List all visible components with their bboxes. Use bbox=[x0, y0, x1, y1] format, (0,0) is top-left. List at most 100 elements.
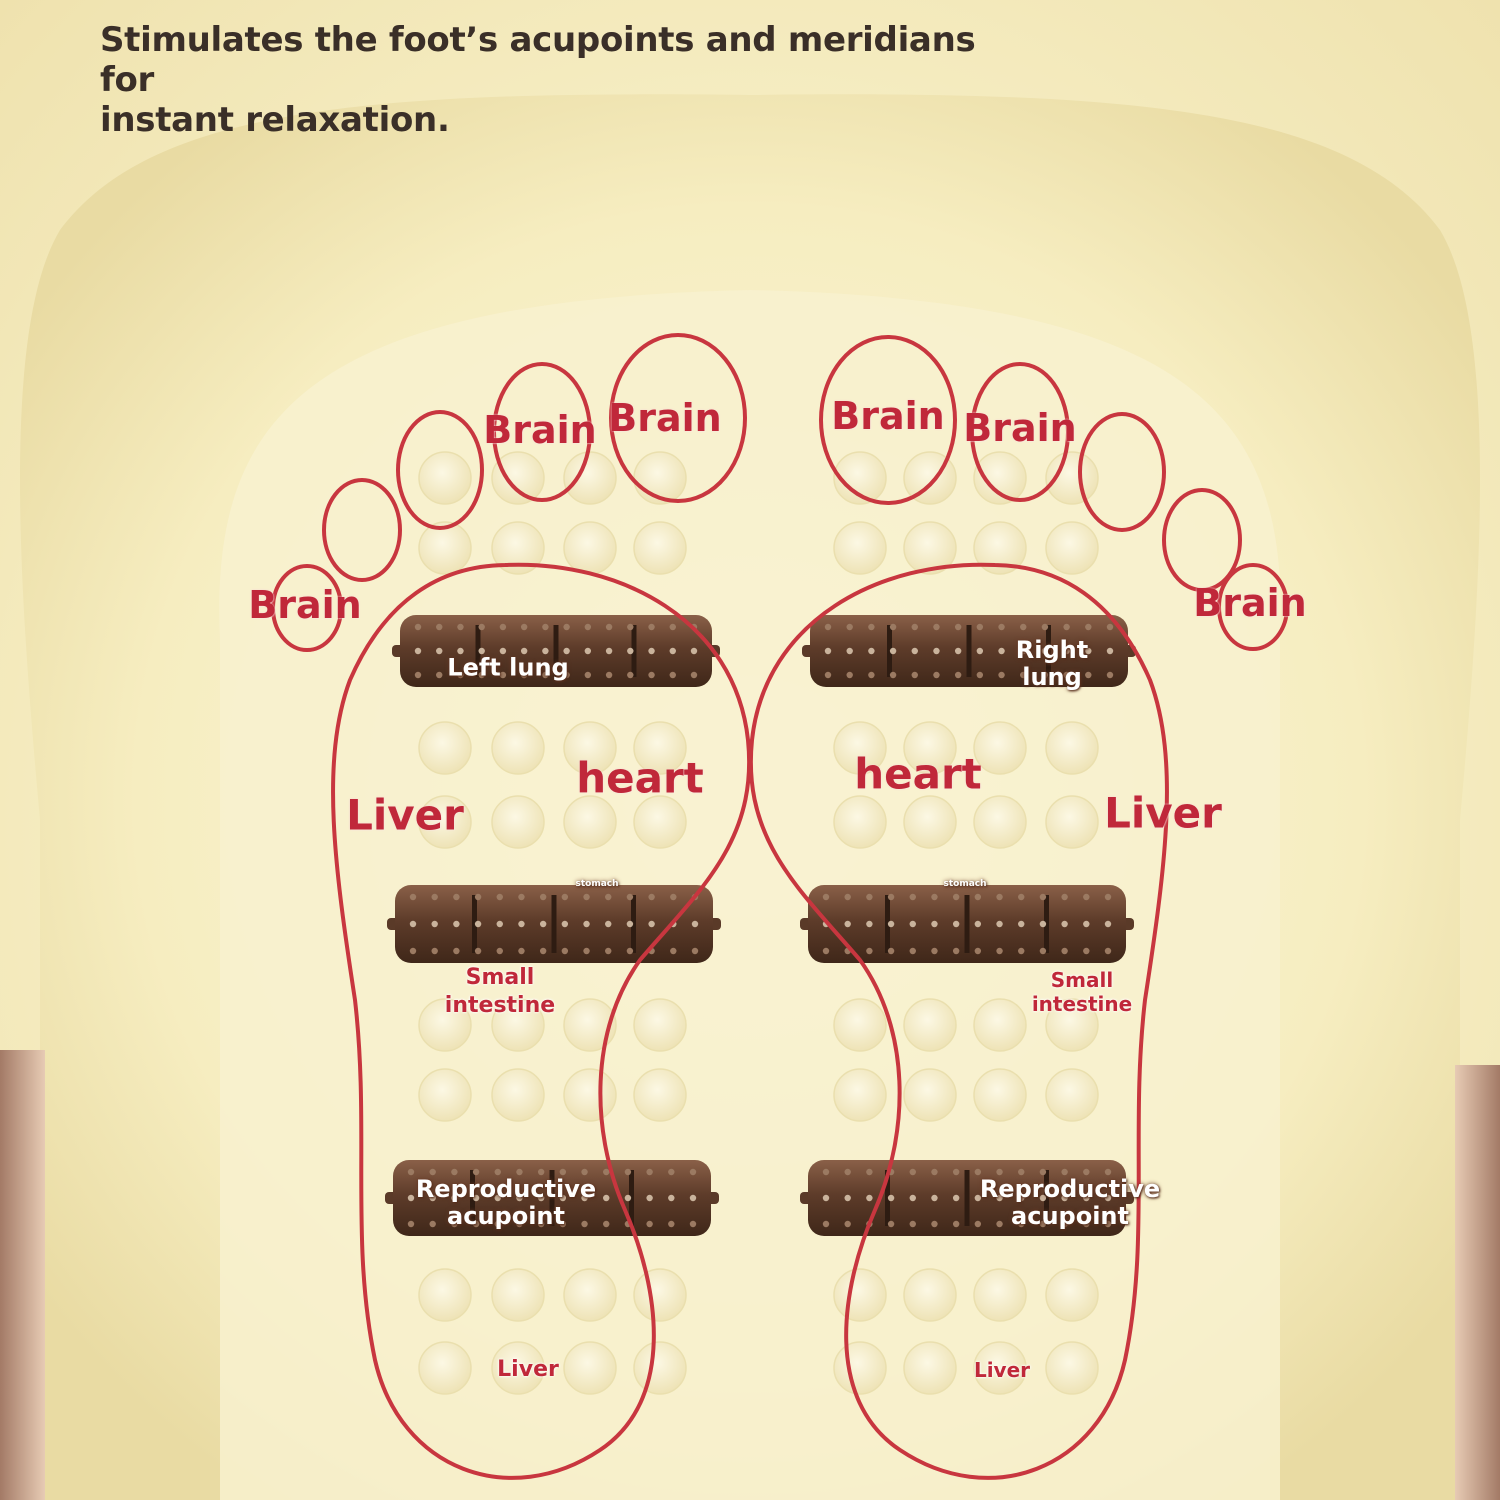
roller-nub bbox=[1018, 1220, 1025, 1228]
massage-bump bbox=[563, 1341, 617, 1395]
right-reproductive-label: Reproductive acupoint bbox=[980, 1176, 1160, 1230]
roller-nub bbox=[933, 647, 940, 655]
roller-nub bbox=[1020, 671, 1027, 679]
roller-nub bbox=[539, 920, 547, 928]
massage-bump bbox=[418, 721, 472, 775]
roller-nub bbox=[1104, 1220, 1112, 1228]
roller-nub bbox=[931, 920, 938, 928]
roller-nub bbox=[909, 1194, 916, 1202]
roller-nub bbox=[1018, 947, 1025, 955]
roller-nub bbox=[407, 1220, 415, 1228]
right-heel-liver-label: Liver bbox=[973, 1358, 1031, 1382]
roller-nub bbox=[563, 623, 570, 631]
massage-bump bbox=[418, 998, 472, 1052]
roller-nub bbox=[1063, 623, 1070, 631]
roller-nub bbox=[499, 647, 507, 655]
roller-nub bbox=[1039, 1168, 1047, 1176]
roller-nub bbox=[537, 1194, 545, 1202]
massage-bump bbox=[833, 721, 887, 775]
right-heart-label: heart bbox=[854, 749, 982, 799]
roller-nub bbox=[844, 1194, 851, 1202]
roller-nub bbox=[499, 623, 507, 631]
massage-bump bbox=[833, 998, 887, 1052]
roller-nub bbox=[868, 623, 875, 631]
left-big-toe bbox=[609, 333, 747, 503]
roller-nub bbox=[627, 671, 634, 679]
roller-nub bbox=[844, 920, 851, 928]
roller-nub bbox=[889, 623, 897, 631]
roller-nub bbox=[472, 1220, 480, 1228]
roller-nub bbox=[499, 671, 507, 679]
roller-nub bbox=[520, 647, 528, 655]
roller-nub bbox=[431, 920, 438, 928]
roller-nub bbox=[605, 893, 612, 901]
roller-nub bbox=[974, 947, 982, 955]
roller-nub bbox=[605, 623, 613, 631]
left-reproductive-line-1: Reproductive bbox=[415, 1175, 597, 1203]
massage-bump bbox=[833, 1341, 887, 1395]
roller-nub bbox=[581, 1220, 588, 1228]
left-toe-3 bbox=[396, 410, 484, 530]
right-toe-2-brain-label: Brain bbox=[963, 406, 1077, 450]
roller-nub bbox=[952, 893, 960, 901]
roller-nub bbox=[494, 1168, 501, 1176]
roller-nub bbox=[1061, 1168, 1068, 1176]
roller-nub bbox=[866, 893, 873, 901]
roller-nub bbox=[822, 1168, 830, 1176]
roller-nub bbox=[451, 1194, 458, 1202]
left-big-toe-brain-label: Brain bbox=[608, 396, 722, 440]
roller-nub bbox=[478, 647, 485, 655]
roller-nub bbox=[911, 647, 918, 655]
roller-nub bbox=[668, 1220, 675, 1228]
roller-nub bbox=[824, 671, 832, 679]
right-foot-outline bbox=[748, 562, 1169, 1480]
roller-nub bbox=[583, 893, 590, 901]
massage-bump bbox=[418, 521, 472, 575]
roller-nub bbox=[868, 671, 875, 679]
roller-nub bbox=[954, 623, 962, 631]
roller-nub bbox=[605, 947, 612, 955]
right-toe-5-brain-label: Brain bbox=[1193, 581, 1307, 625]
roller-nub bbox=[453, 947, 460, 955]
massage-bump bbox=[633, 1068, 687, 1122]
left-toe-2-brain-label: Brain bbox=[483, 408, 597, 452]
roller-nub bbox=[1041, 671, 1049, 679]
right-toe-2 bbox=[970, 362, 1070, 502]
roller-nub bbox=[624, 1194, 632, 1202]
roller-nub bbox=[1039, 1194, 1047, 1202]
massage-bump bbox=[418, 1068, 472, 1122]
roller-nub bbox=[996, 1220, 1003, 1228]
roller-nub bbox=[933, 623, 940, 631]
roller-nub bbox=[478, 671, 485, 679]
roller-nub bbox=[1018, 1194, 1025, 1202]
massage-bump bbox=[973, 721, 1027, 775]
roller-nub bbox=[889, 647, 897, 655]
massage-bump bbox=[563, 451, 617, 505]
roller-nub bbox=[846, 647, 853, 655]
roller-nub bbox=[537, 1168, 545, 1176]
massage-bump bbox=[973, 1068, 1027, 1122]
right-lung-line-1: Right bbox=[1015, 636, 1089, 664]
roller-nub bbox=[952, 920, 960, 928]
massage-bump bbox=[563, 521, 617, 575]
roller-nub bbox=[1104, 893, 1112, 901]
right-reproductive-line-1: Reproductive bbox=[979, 1175, 1161, 1203]
roller-nub bbox=[516, 1168, 523, 1176]
right-toe-3 bbox=[1078, 412, 1166, 532]
roller-nub bbox=[626, 947, 634, 955]
roller-nub bbox=[496, 920, 503, 928]
roller-nub bbox=[976, 671, 984, 679]
right-stomach-label: stomach bbox=[943, 879, 987, 889]
roller-nub bbox=[996, 893, 1003, 901]
roller-nub bbox=[670, 893, 677, 901]
roller-nub bbox=[1061, 893, 1068, 901]
roller-nub bbox=[648, 623, 655, 631]
roller-nub bbox=[669, 647, 676, 655]
roller-nub bbox=[887, 893, 895, 901]
right-side-panel bbox=[1455, 1065, 1500, 1500]
roller-nub bbox=[909, 1168, 916, 1176]
roller-nub bbox=[911, 623, 918, 631]
roller-nub bbox=[648, 893, 655, 901]
roller-nub bbox=[1083, 1168, 1090, 1176]
